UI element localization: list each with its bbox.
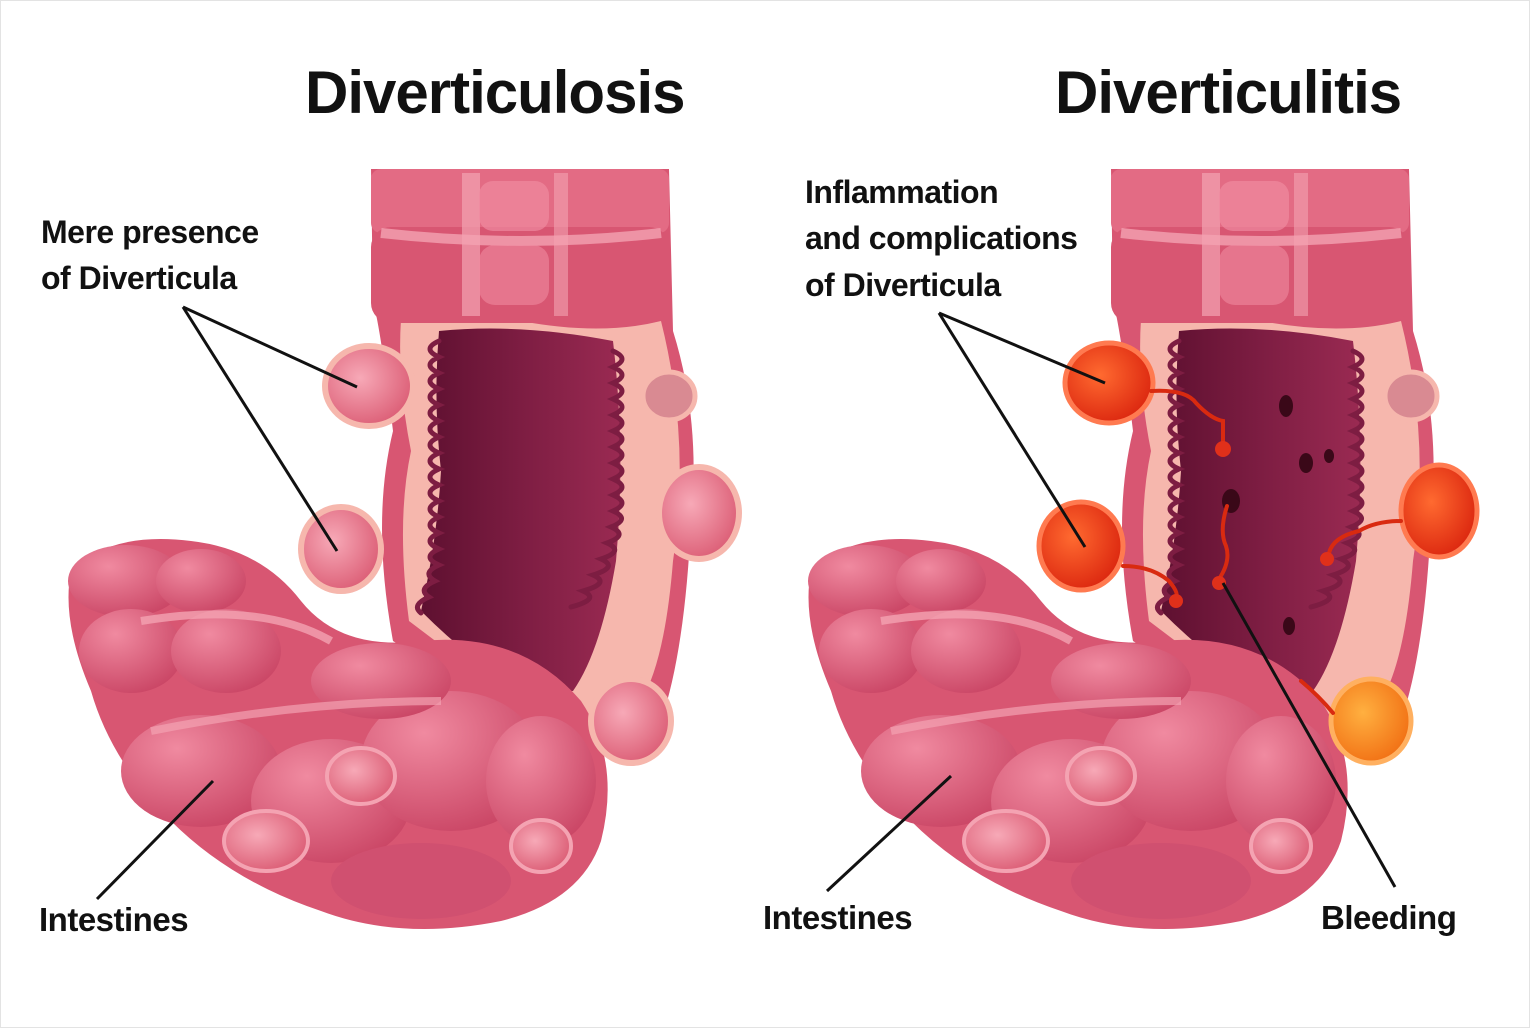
intestines-label-left: Intestines [39,901,189,938]
diverticulosis-title: Diverticulosis [305,59,685,126]
diverticulosis-illustration [68,169,742,929]
diverticulitis-illustration [808,169,1480,929]
diverticulitis-title: Diverticulitis [1055,59,1402,126]
diverticula-inflammation-label: Inflammation and complications of Divert… [805,174,1078,303]
diverticula-presence-label: Mere presence of Diverticula [41,214,259,297]
bleeding-label: Bleeding [1321,899,1457,936]
intestines-label-right: Intestines [763,899,913,936]
